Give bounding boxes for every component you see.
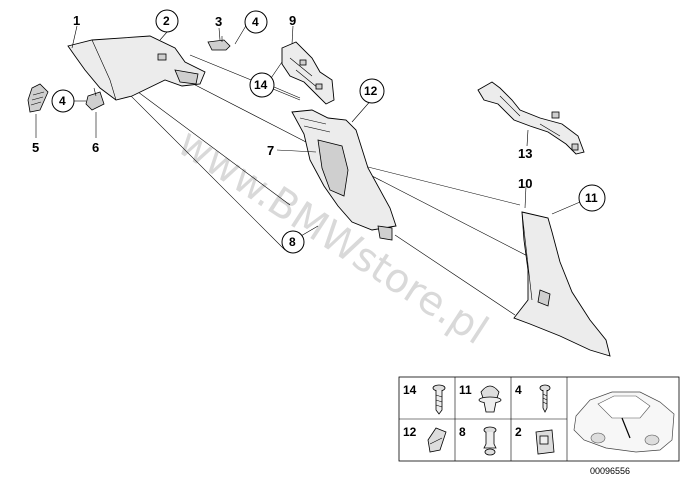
fastener-legend: 14 11 4 12 8 2 xyxy=(398,376,680,462)
callout-5: 5 xyxy=(32,140,39,155)
callout-6: 6 xyxy=(92,140,99,155)
part-rail-13 xyxy=(477,81,585,155)
callout-8-circle xyxy=(281,230,305,254)
reference-number: 00096556 xyxy=(590,466,630,476)
part-pillar-trim-7 xyxy=(291,109,397,241)
callout-14-circle xyxy=(249,72,275,98)
callout-4b-circle xyxy=(51,89,75,113)
legend-cell-label: 2 xyxy=(515,425,522,439)
callout-3: 3 xyxy=(215,14,222,29)
callouts: 1 2 3 4 9 14 4 5 6 12 7 8 13 10 11 xyxy=(32,9,606,254)
legend-cell-label: 11 xyxy=(459,383,472,397)
part-pillar-trim-10 xyxy=(513,211,611,357)
callout-1: 1 xyxy=(73,13,80,28)
part-bracket-6 xyxy=(85,87,105,111)
spring-clip-icon xyxy=(427,427,447,453)
callout-13: 13 xyxy=(518,146,532,161)
callout-4a: 4 xyxy=(252,15,259,29)
callout-4a-circle xyxy=(244,10,268,34)
callout-12: 12 xyxy=(364,84,378,98)
legend-cell-label: 4 xyxy=(515,383,522,397)
legend-cell-label: 14 xyxy=(403,383,417,397)
callout-10: 10 xyxy=(518,176,532,191)
clip-icon xyxy=(478,385,502,413)
callout-2: 2 xyxy=(163,14,170,28)
screw-icon xyxy=(432,384,446,415)
legend-cell-label: 8 xyxy=(459,425,466,439)
callout-4b: 4 xyxy=(59,94,66,108)
callout-12-circle xyxy=(359,78,385,104)
part-grille-5 xyxy=(27,83,49,113)
legend-cell-label: 12 xyxy=(403,425,417,439)
screw-icon xyxy=(539,384,551,413)
nut-icon xyxy=(535,429,555,455)
callout-2-circle xyxy=(155,9,179,33)
part-clip-3 xyxy=(207,36,231,51)
car-thumbnail-icon xyxy=(573,391,675,453)
callout-14: 14 xyxy=(254,78,268,92)
rivet-icon xyxy=(483,426,497,456)
part-upper-trim xyxy=(67,35,206,101)
part-bracket-9 xyxy=(281,41,335,105)
callout-11-circle xyxy=(578,184,606,212)
callout-7: 7 xyxy=(267,143,274,158)
callout-9: 9 xyxy=(289,13,296,28)
callout-8: 8 xyxy=(289,235,296,249)
callout-11: 11 xyxy=(585,191,598,205)
